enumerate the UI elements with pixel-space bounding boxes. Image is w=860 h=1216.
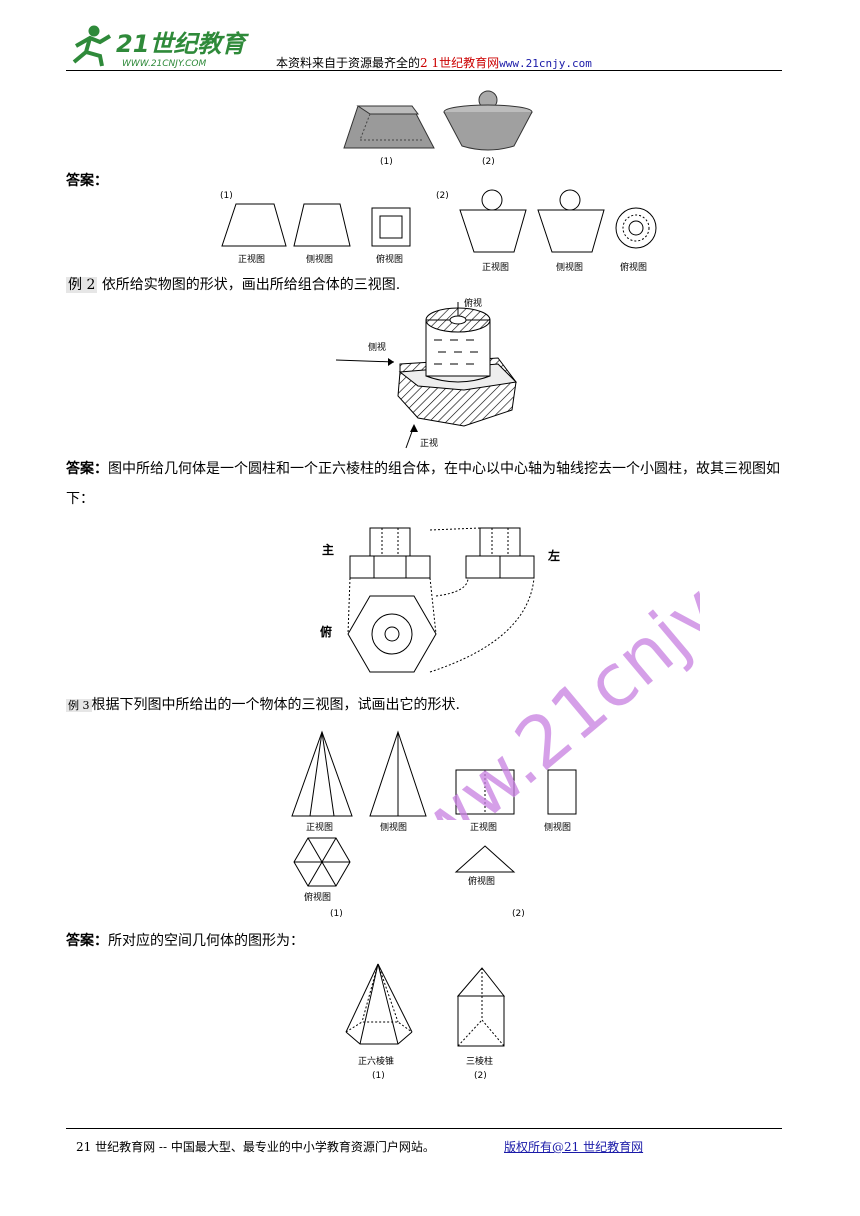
- a3-shape-2: 三棱柱: [466, 1055, 493, 1067]
- logo-url: WWW.21CNJY.COM: [122, 59, 207, 69]
- a1-side-2: 侧视图: [556, 261, 583, 273]
- a1-top-2: 俯视图: [620, 261, 647, 273]
- site-name: 2 1世纪教育网: [420, 56, 500, 70]
- example-2: 例 2 依所给实物图的形状，画出所给组合体的三视图.: [66, 274, 400, 296]
- fig1-label-2: (2): [482, 157, 495, 167]
- fig2-side-label: 侧视: [368, 341, 386, 353]
- site-url[interactable]: www.21cnjy.com: [499, 57, 592, 70]
- fig2-top-label: 俯视: [464, 297, 482, 309]
- tri-prism-figure: [456, 967, 506, 1047]
- runner-icon: [72, 25, 112, 67]
- e3-group-2: (2): [512, 909, 525, 919]
- answer-1-label: 答案：: [66, 173, 108, 189]
- e3-front-1: 正视图: [306, 821, 333, 833]
- header-divider: [66, 70, 782, 71]
- a3-group-2: (2): [474, 1071, 487, 1081]
- e3-side-2: 侧视图: [544, 821, 571, 833]
- three-views-example-3: 正视图 侧视图 俯视图 (1) 正视图 侧视图 俯视图 (2): [291, 730, 577, 919]
- fig1-label-1: (1): [380, 157, 393, 167]
- example-2-tag: 例 2: [66, 277, 98, 293]
- footer-text: 21 世纪教育网 -- 中国最大型、最专业的中小学教育资源门户网站。: [76, 1140, 435, 1154]
- bowl-figure: [443, 90, 533, 151]
- footer-divider: [66, 1128, 782, 1129]
- example-3-text: 根据下列图中所给出的一个物体的三视图，试画出它的形状.: [91, 697, 460, 713]
- answer-2-text: 图中所给几何体是一个圆柱和一个正六棱柱的组合体，在中心以中心轴为轴线挖去一个小圆…: [66, 461, 780, 507]
- a1-side-1: 侧视图: [306, 253, 333, 265]
- copyright-link[interactable]: 版权所有@21 世纪教育网: [504, 1140, 644, 1154]
- view-top-label: 俯: [320, 624, 332, 639]
- example-2-text: 依所给实物图的形状，画出所给组合体的三视图.: [101, 277, 401, 293]
- site-logo: 21世纪教育 WWW.21CNJY.COM: [72, 25, 249, 69]
- a1-front-2: 正视图: [482, 261, 509, 273]
- e3-top-1: 俯视图: [304, 891, 331, 903]
- answer-2-label: 答案：: [66, 461, 108, 477]
- answer-3-text: 所对应的空间几何体的图形为：: [108, 933, 304, 949]
- e3-side-1: 侧视图: [380, 821, 407, 833]
- view-main-label: 主: [322, 542, 334, 557]
- a1-top-1: 俯视图: [376, 253, 403, 265]
- example-3-tag: 例 3: [66, 699, 92, 712]
- logo-text: 21世纪教育: [116, 30, 249, 58]
- three-views-diagram: 主 左 俯: [320, 527, 560, 673]
- a1-front-1: 正视图: [238, 253, 265, 265]
- answer-3-solids: 正六棱锥 (1) 三棱柱 (2): [345, 963, 506, 1081]
- combined-solid-figure: 俯视 侧视 正视: [335, 297, 518, 449]
- answer-3: 答案：所对应的空间几何体的图形为：: [66, 930, 304, 952]
- e3-front-2: 正视图: [470, 821, 497, 833]
- hex-pyramid-figure: [345, 963, 413, 1045]
- header-tagline: 本资料来自于资源最齐全的2 1世纪教育网www.21cnjy.com: [276, 56, 592, 70]
- answer-2: 答案：图中所给几何体是一个圆柱和一个正六棱柱的组合体，在中心以中心轴为轴线挖去一…: [66, 454, 796, 514]
- frustum-figure: [343, 105, 435, 149]
- solid-figures-1: (1) (2): [343, 90, 533, 167]
- e3-group-1: (1): [330, 909, 343, 919]
- a3-shape-1: 正六棱锥: [358, 1055, 394, 1067]
- fig2-front-label: 正视: [420, 437, 438, 449]
- answer-1-group-2: (2): [436, 191, 449, 201]
- e3-top-2: 俯视图: [468, 875, 495, 887]
- answer-3-label: 答案：: [66, 933, 108, 949]
- view-left-label: 左: [547, 548, 560, 563]
- answer-1-group-1: (1): [220, 191, 233, 201]
- a3-group-1: (1): [372, 1071, 385, 1081]
- answer-1-views: (1) 正视图 侧视图 俯视图 (2) 正视图 侧视图 俯视图: [220, 189, 657, 273]
